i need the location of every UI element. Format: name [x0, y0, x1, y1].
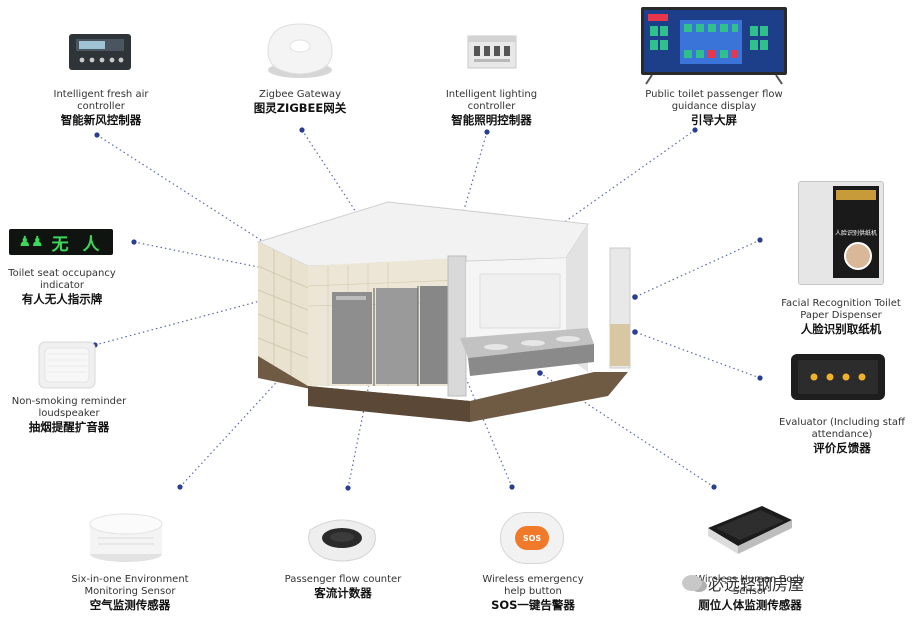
label-cn: 评价反馈器	[813, 440, 871, 455]
occupancy-indicator-label: Toilet seat occupancy indicator 有人无人指示牌	[2, 268, 122, 306]
label-cn: 抽烟提醒扩音器	[28, 419, 110, 434]
non-smoking-speaker-label: Non-smoking reminder loudspeaker 抽烟提醒扩音器	[2, 396, 136, 434]
person-icon: ♟♟	[18, 234, 44, 250]
watermark: 必远轻钢房屋	[682, 572, 892, 594]
env-sensor-device	[89, 513, 163, 562]
non-smoking-speaker-device	[38, 341, 96, 389]
label-cn: 智能照明控制器	[451, 112, 532, 127]
label-en: Toilet seat occupancy indicator	[8, 268, 116, 291]
lighting-controller-label: Intelligent lighting controller 智能照明控制器	[424, 89, 559, 127]
zigbee-gateway-device	[267, 23, 333, 78]
flow-counter-device	[308, 519, 376, 562]
label-en: Passenger flow counter	[284, 574, 402, 585]
label-en: Wireless Human Body Sensor	[695, 574, 805, 597]
sos-button-label: Wireless emergency help button SOS一键告警器	[470, 574, 596, 612]
lighting-controller-device	[467, 35, 517, 69]
fresh-air-controller-device	[69, 34, 131, 70]
occupancy-sign-text: 无 人	[51, 234, 104, 255]
zigbee-gateway-label: Zigbee Gateway 图灵ZIGBEE网关	[235, 89, 365, 115]
label-cn: 有人无人指示牌	[21, 291, 103, 306]
label-en: Intelligent fresh air controller	[53, 89, 149, 112]
label-cn: 图灵ZIGBEE网关	[253, 100, 347, 115]
label-en: Intelligent lighting controller	[445, 89, 538, 112]
label-cn: SOS一键告警器	[491, 597, 575, 612]
sos-button-device: SOS	[500, 512, 564, 564]
body-sensor-device	[708, 506, 792, 554]
sos-button-text: SOS	[522, 533, 542, 543]
label-en: Public toilet passenger flow guidance di…	[645, 89, 783, 112]
fresh-air-controller-label: Intelligent fresh air controller 智能新风控制器	[36, 89, 166, 127]
occupancy-indicator-device: ♟♟ 无 人	[9, 229, 113, 255]
face-icon	[844, 242, 872, 270]
label-en: Zigbee Gateway	[259, 89, 341, 100]
label-cn: 空气监测传感器	[89, 597, 171, 612]
label-en: Non-smoking reminder loudspeaker	[11, 396, 127, 419]
label-cn: 引导大屏	[691, 112, 737, 127]
label-cn: 厕位人体监测传感器	[698, 597, 802, 612]
guidance-display-label: Public toilet passenger flow guidance di…	[634, 89, 794, 127]
body-sensor-label: Wireless Human Body Sensor 厕位人体监测传感器	[683, 574, 817, 612]
label-cn: 人脸识别取纸机	[800, 321, 882, 336]
env-sensor-label: Six-in-one Environment Monitoring Sensor…	[55, 574, 205, 612]
flow-counter-label: Passenger flow counter 客流计数器	[283, 574, 403, 600]
evaluator-device	[791, 354, 885, 400]
facial-dispenser-label: Facial Recognition Toilet Paper Dispense…	[770, 298, 912, 336]
evaluator-label: Evaluator (Including staff attendance) 评…	[772, 417, 912, 455]
facial-dispenser-device: 人脸识别供纸机	[798, 181, 884, 285]
guidance-display-device	[641, 7, 787, 85]
sos-button: SOS	[515, 526, 549, 550]
facial-screen-text: 人脸识别供纸机	[834, 230, 877, 237]
label-en: Wireless emergency help button	[482, 574, 584, 597]
label-en: Facial Recognition Toilet Paper Dispense…	[781, 298, 901, 321]
label-en: Six-in-one Environment Monitoring Sensor	[71, 574, 189, 597]
watermark-text: 必远轻钢房屋	[708, 575, 805, 594]
label-en: Evaluator (Including staff attendance)	[779, 417, 905, 440]
washroom-illustration	[256, 201, 631, 422]
label-cn: 客流计数器	[314, 585, 372, 600]
label-cn: 智能新风控制器	[60, 112, 142, 127]
wechat-icon	[682, 575, 702, 591]
